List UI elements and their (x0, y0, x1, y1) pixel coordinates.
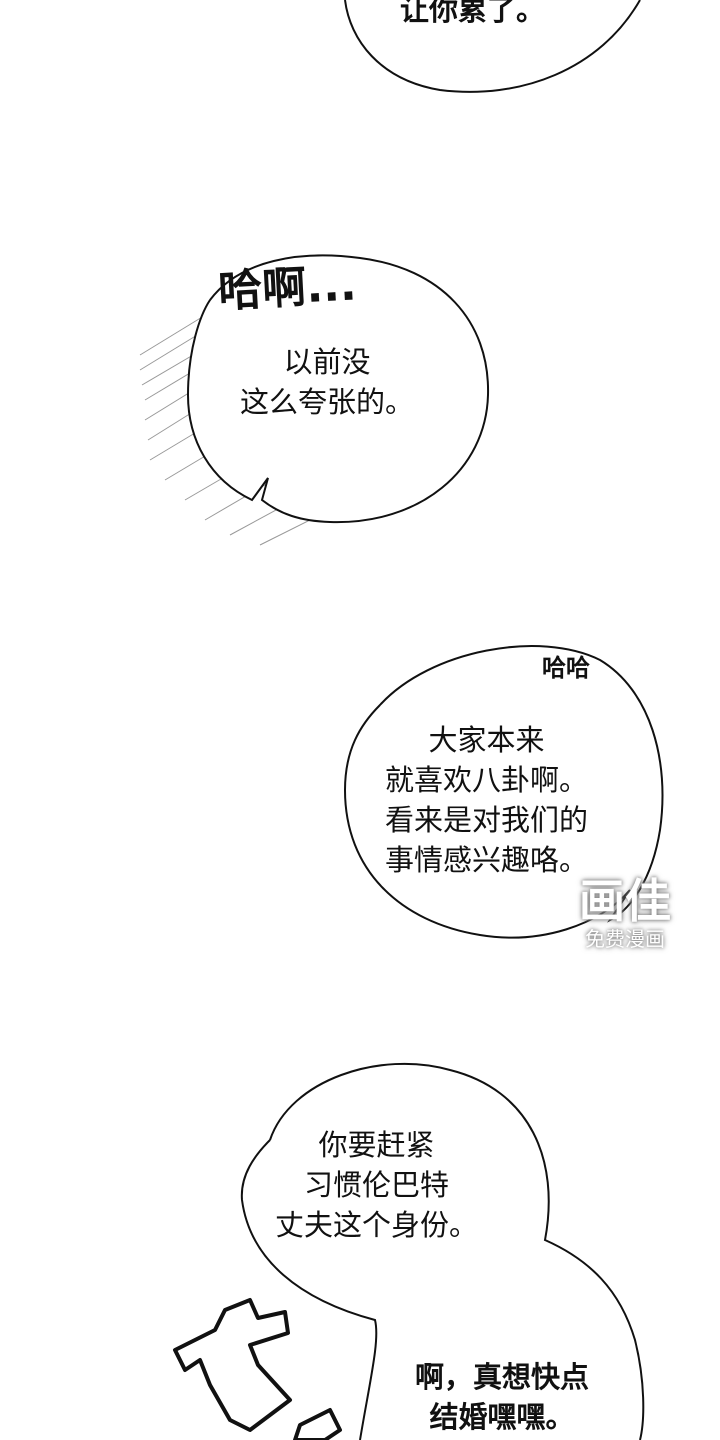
bubble-3-text: 大家本来 就喜欢八卦啊。 看来是对我们的 事情感兴趣咯。 (385, 720, 588, 880)
dialogue-line: 大家本来 (428, 723, 545, 757)
sfx-outline-glyph (173, 1298, 342, 1440)
bubble-2-text: 以前没 这么夸张的。 (240, 342, 414, 422)
speech-bubble-1 (344, 0, 641, 93)
dialogue-line: 习惯伦巴特 (304, 1168, 450, 1202)
speech-bubble-4 (240, 1062, 645, 1440)
bubble-5-text: 啊，真想快点 结婚嘿嘿。 (415, 1357, 589, 1437)
speech-bubble-2 (186, 254, 490, 524)
watermark-caption: 免费漫画 (585, 927, 665, 951)
sfx-sigh: 哈啊... (216, 259, 358, 318)
speech-bubble-3 (343, 645, 664, 939)
dialogue-line: 让你累了。 (400, 0, 546, 27)
sfx-laugh: 哈哈 (542, 654, 590, 682)
bubble-1-text: 让你累了。 (400, 0, 545, 30)
dialogue-line: 以前没 (283, 345, 371, 379)
dialogue-line: 看来是对我们的 (385, 803, 589, 837)
dialogue-line: 这么夸张的。 (240, 385, 415, 419)
watermark: 画佳 免费漫画 (565, 875, 685, 951)
dialogue-line: 事情感兴趣咯。 (385, 843, 589, 877)
dialogue-line: 结婚嘿嘿。 (429, 1400, 575, 1434)
dialogue-line: 丈夫这个身份。 (275, 1208, 479, 1242)
bubble-4-text: 你要赶紧 习惯伦巴特 丈夫这个身份。 (275, 1125, 478, 1245)
watermark-logo: 画佳 (579, 874, 671, 928)
dialogue-line: 啊，真想快点 (415, 1360, 590, 1394)
dialogue-line: 就喜欢八卦啊。 (385, 763, 589, 797)
dialogue-line: 你要赶紧 (318, 1128, 435, 1162)
